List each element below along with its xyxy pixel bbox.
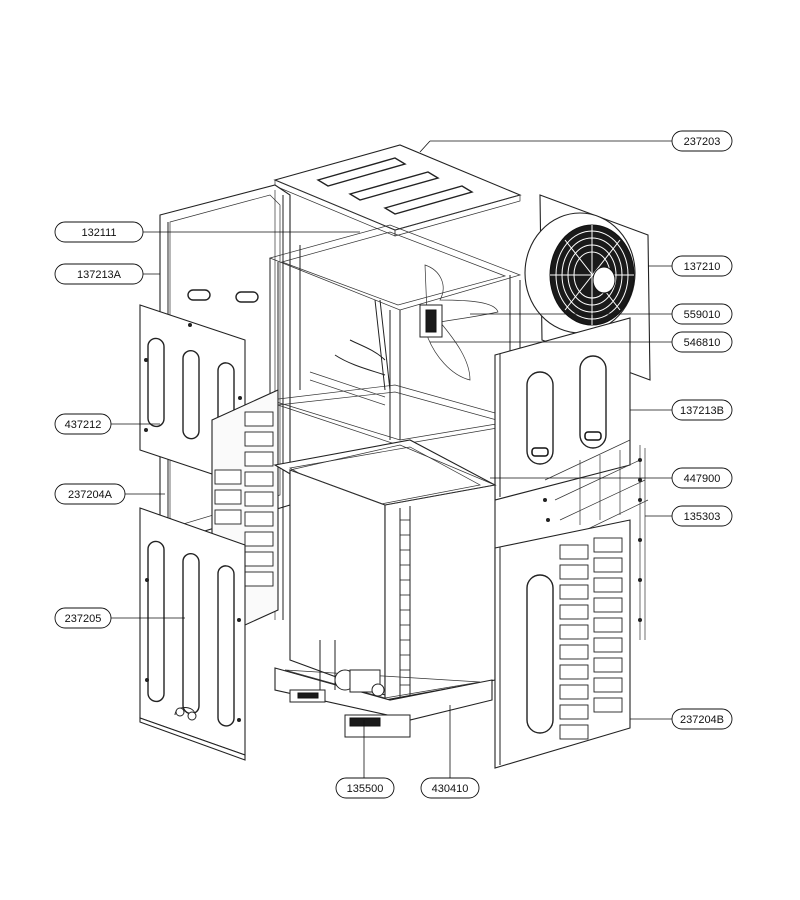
callout-135303: 135303 xyxy=(671,505,733,527)
callout-label: 137213B xyxy=(680,405,724,417)
callout-label: 447900 xyxy=(684,473,721,485)
callout-label: 559010 xyxy=(684,309,721,321)
callout-label: 437212 xyxy=(65,419,102,431)
top-cover-panel xyxy=(273,144,522,237)
callout-label: 137213A xyxy=(77,269,122,281)
callout-437212: 437212 xyxy=(54,413,112,435)
callout-237204b: 237204B xyxy=(671,708,733,730)
right-lower-side-panel xyxy=(494,519,631,769)
callout-label: 135303 xyxy=(684,511,721,523)
callout-137210: 137210 xyxy=(671,255,733,277)
callout-430410: 430410 xyxy=(420,777,480,799)
right-upper-side-panel xyxy=(494,317,631,501)
callout-137213a: 137213A xyxy=(54,263,144,285)
callout-237205: 237205 xyxy=(54,607,112,629)
callout-137213b: 137213B xyxy=(671,399,733,421)
callout-237204a: 237204A xyxy=(54,483,126,505)
fan-blade-assembly xyxy=(334,264,499,391)
callout-label: 237204A xyxy=(68,489,113,501)
upper-fan-frame xyxy=(268,224,522,446)
callout-135500: 135500 xyxy=(335,777,395,799)
base-pan-compressor xyxy=(274,640,493,738)
leader-lines xyxy=(111,140,672,780)
callout-237203: 237203 xyxy=(671,130,733,152)
callout-label: 132111 xyxy=(81,227,116,239)
callout-label: 546810 xyxy=(684,337,721,349)
callout-label: 137210 xyxy=(684,261,721,273)
left-lower-front-panel xyxy=(139,507,246,761)
callout-546810: 546810 xyxy=(671,331,733,353)
callout-label: 135500 xyxy=(347,783,384,795)
callout-132111: 132111 xyxy=(54,221,144,243)
callout-559010: 559010 xyxy=(671,303,733,325)
callout-label: 430410 xyxy=(432,783,469,795)
callout-label: 237203 xyxy=(684,136,721,148)
callout-label: 237204B xyxy=(680,714,724,726)
callout-447900: 447900 xyxy=(671,467,733,489)
main-heat-exchanger-box xyxy=(288,444,497,701)
callout-label: 237205 xyxy=(65,613,102,625)
